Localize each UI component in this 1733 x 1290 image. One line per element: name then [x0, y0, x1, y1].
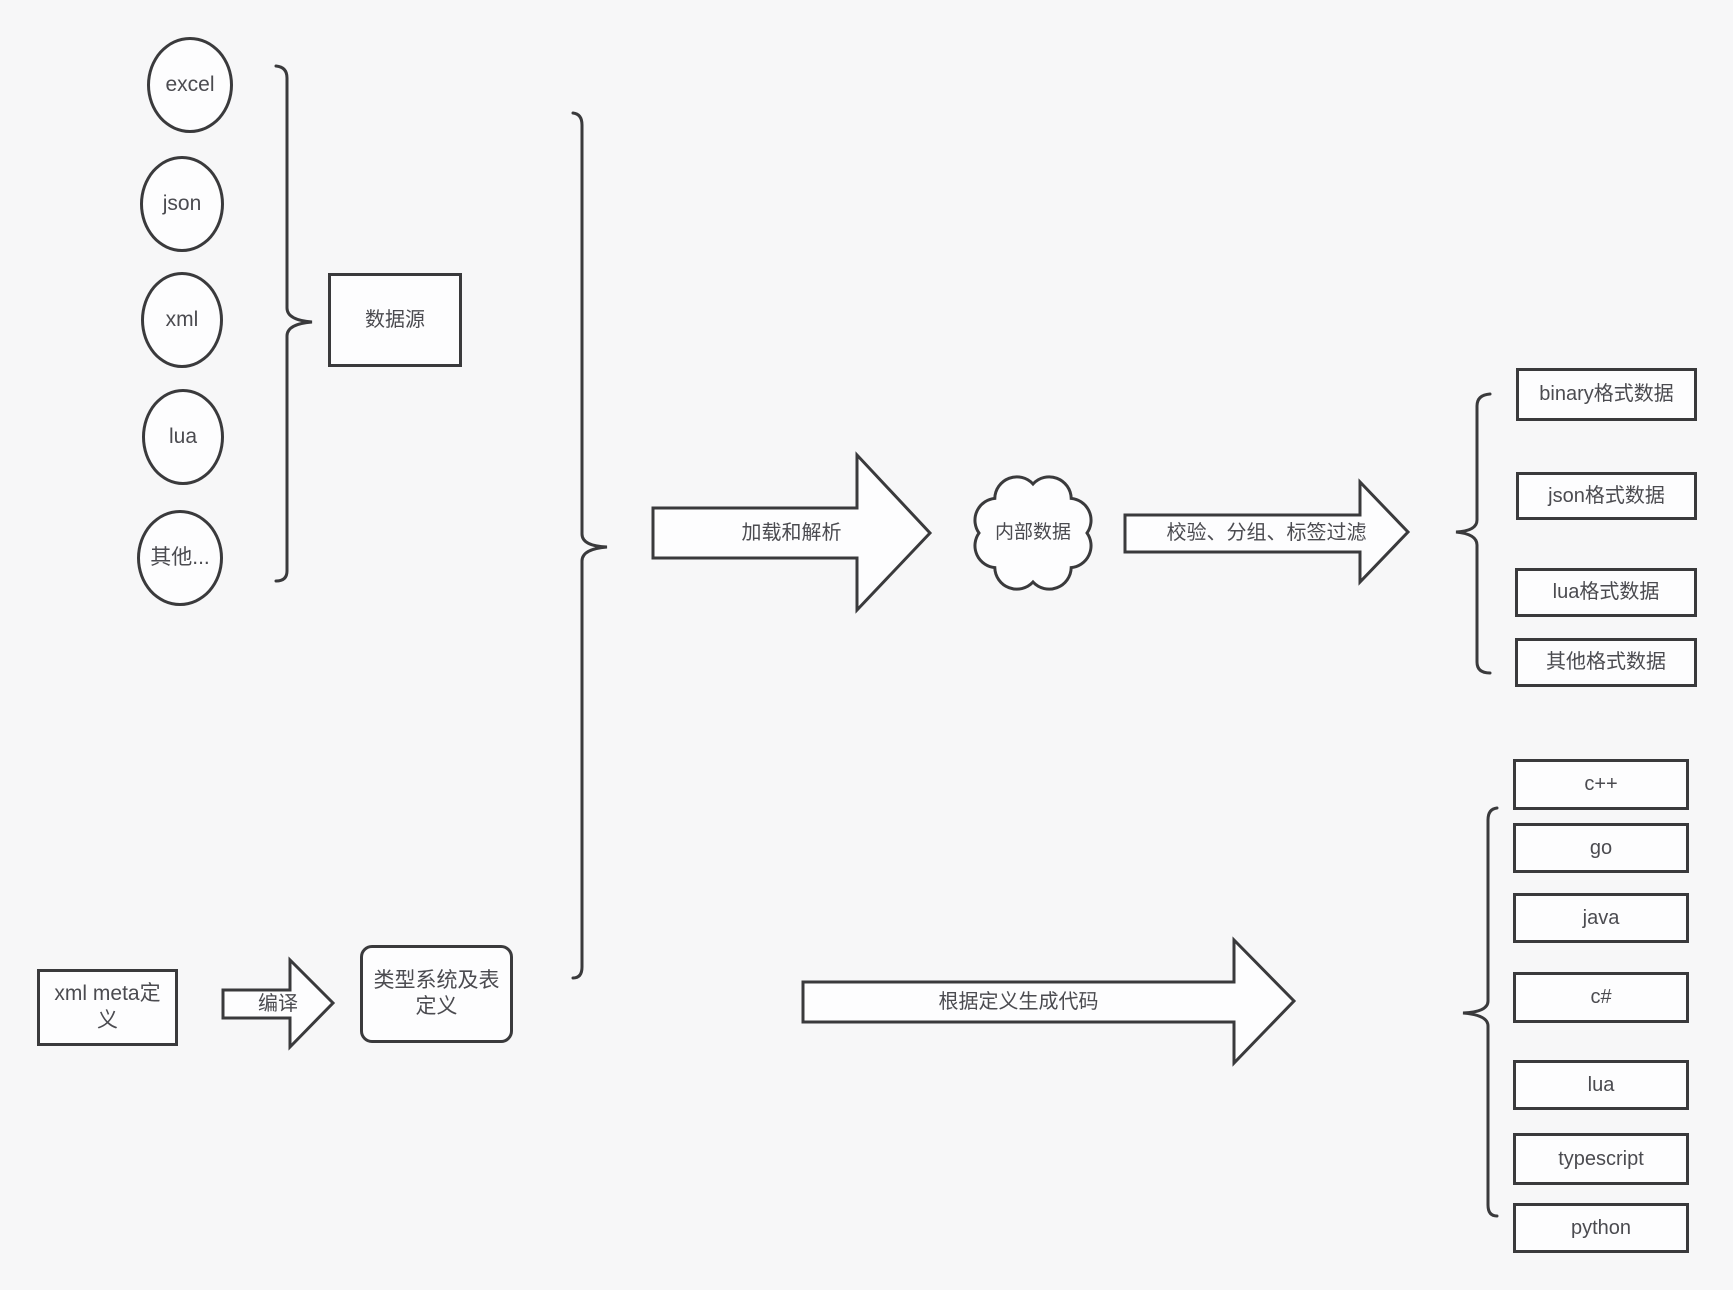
compile-arrow — [221, 956, 336, 1051]
source-node-json: json — [140, 156, 224, 252]
inputs-brace — [571, 111, 608, 980]
language-box-csharp: c# — [1513, 972, 1689, 1023]
load-parse-arrow — [651, 451, 933, 614]
data-source-group-label: 数据源 — [365, 308, 425, 331]
source-node-label: excel — [165, 72, 215, 96]
language-box-cpp: c++ — [1513, 759, 1689, 810]
source-node-xml: xml — [141, 272, 223, 368]
xml-meta-definition-box: xml meta定义 — [37, 969, 178, 1046]
data-source-group-box: 数据源 — [328, 273, 462, 367]
languages-brace — [1462, 806, 1499, 1218]
output-formats-brace — [1455, 392, 1492, 675]
load-parse-arrow-label: 加载和解析 — [741, 522, 842, 544]
source-node-other: 其他... — [137, 510, 223, 606]
compile-arrow-label: 编译 — [258, 993, 298, 1015]
filter-arrow-label: 校验、分组、标签过滤 — [1166, 522, 1367, 544]
language-box-python: python — [1513, 1203, 1689, 1253]
internal-data-cloud — [973, 475, 1093, 591]
source-node-label: lua — [168, 424, 198, 448]
source-node-lua: lua — [142, 389, 224, 485]
language-box-go: go — [1513, 823, 1689, 873]
output-format-box-lua: lua格式数据 — [1515, 568, 1697, 617]
source-node-label: 其他... — [150, 545, 210, 569]
generate-code-arrow — [801, 936, 1297, 1067]
source-node-label: json — [162, 191, 202, 215]
output-format-box-json: json格式数据 — [1516, 472, 1697, 520]
language-box-typescript: typescript — [1513, 1133, 1689, 1185]
output-format-box-binary: binary格式数据 — [1516, 368, 1697, 421]
language-box-lua: lua — [1513, 1060, 1689, 1110]
source-node-excel: excel — [147, 37, 233, 133]
sources-brace — [274, 64, 313, 583]
type-system-definition-box: 类型系统及表定义 — [360, 945, 513, 1043]
source-node-label: xml — [165, 307, 199, 331]
internal-data-cloud-label: 内部数据 — [994, 521, 1071, 543]
output-format-box-other: 其他格式数据 — [1515, 638, 1697, 687]
generate-code-arrow-label: 根据定义生成代码 — [938, 991, 1099, 1013]
language-box-java: java — [1513, 893, 1689, 943]
filter-arrow — [1123, 478, 1411, 586]
